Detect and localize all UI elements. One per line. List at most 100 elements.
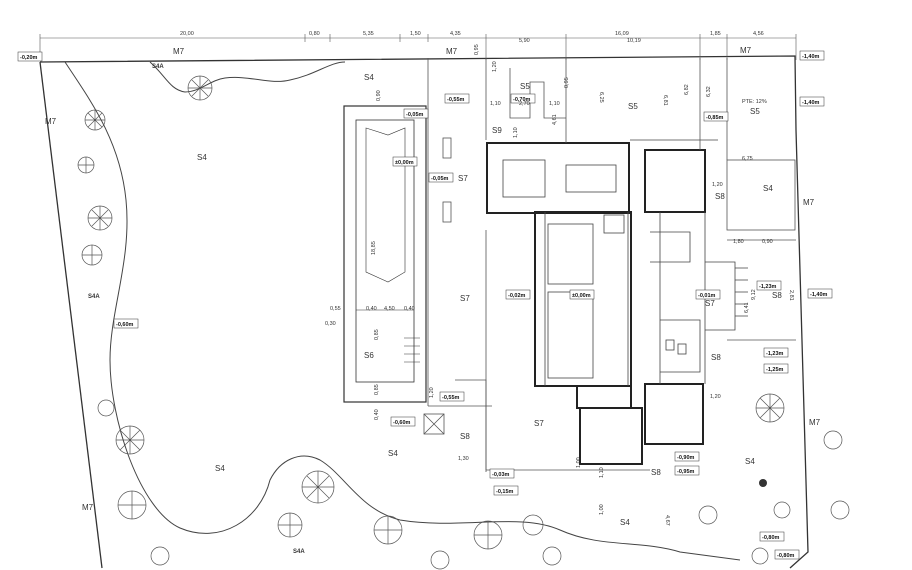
dimension-label: 6,25 [598,92,604,103]
tree-symbol [755,393,785,423]
dimension-label: 6,82 [684,84,690,95]
tree-symbol [698,505,718,525]
zone-s5-top: S5 [520,82,530,91]
zone-s8-bottom: S8 [651,468,661,477]
dimension-label: 0,30 [325,321,336,327]
zone-s4a-bottom: S4A [293,549,305,555]
level-tag: -1,23m [756,280,782,291]
level-tag: -1,25m [763,363,789,374]
dim-0-80: 0,80 [309,31,320,37]
zone-s5-mid: S5 [628,102,638,111]
zone-s9: S9 [492,126,502,135]
tree-symbol [473,520,503,550]
dimension-label: 0,40 [366,306,377,312]
dimension-label: -0,03m [492,472,510,478]
dimension-label: -0,15m [496,489,514,495]
dimension-label: 0,55 [330,306,341,312]
level-tag: -0,80m [774,549,800,560]
m7-label-left: M7 [45,117,57,126]
dim-4-35: 4,35 [450,31,461,37]
dimension-label: -1,40m [802,54,820,60]
garden-curves [64,61,741,561]
zone-s4-left-upper: S4 [197,153,207,162]
boundary-labels: M7 M7 M7 M7 M7 M7 M7 [45,46,821,512]
dimension-label: -0,80m [777,553,795,559]
zone-s4a-left: S4A [88,294,100,300]
dimension-label: 1,10 [513,127,519,138]
level-tag: -1,40m [799,96,825,107]
dimension-label: 1,10 [599,467,605,478]
dimension-label: 2,70 [519,101,530,107]
dimension-label: ±0,00m [572,293,591,299]
tree-symbol [84,109,106,131]
level-tag: -0,90m [674,451,700,462]
zone-s4-top-mid: S4 [364,73,374,82]
dimension-label: -1,40m [810,292,828,298]
level-tag: -0,85m [703,111,729,122]
level-tag: -0,15m [493,485,519,496]
level-tag: -0,02m [505,289,531,300]
pte-label: PTE: 12% [742,99,767,105]
dimension-label: -0,05m [431,176,449,182]
dim-20-00: 20,00 [180,31,194,37]
dimension-label: 1,20 [429,387,435,398]
level-tag: -0,70m [510,93,536,104]
m7-label-top-left: M7 [173,47,185,56]
zone-s8-right-a: S8 [715,192,725,201]
tree-symbol [522,514,544,536]
dimension-label: 1,10 [549,101,560,107]
dimension-label: 0,85 [374,329,380,340]
dimension-label: 0,40 [404,306,415,312]
m7-label-top-mid: M7 [446,47,458,56]
level-tag: -1,40m [807,288,833,299]
dimension-label: 4,61 [552,114,558,125]
m7-label-right: M7 [803,198,815,207]
plot-boundary [39,55,809,569]
tree-symbol [751,547,769,565]
tree-symbol [77,156,95,174]
small-dimensions: 0,90 1,20 1,10 2,70 1,10 4,61 1,10 0,95 … [325,61,794,525]
dimension-label: 6,75 [742,156,753,162]
zone-s7-mid: S7 [460,294,470,303]
m7-label-right-low: M7 [809,418,821,427]
level-tag: ±0,00m [392,156,418,167]
dimension-label: 1,00 [599,504,605,515]
dimension-label: -0,55m [447,97,465,103]
tree-symbol [115,425,145,455]
zone-labels: S4A S4A S4A S4 S4 S4 S4 S4 S4 S4 S5 S5 S… [88,64,782,555]
dimension-label: 1,80 [733,239,744,245]
m7-label-left-low: M7 [82,503,94,512]
level-tag: -0,60m [390,416,416,427]
zone-s6: S6 [364,351,374,360]
dimension-label: -0,55m [442,395,460,401]
zone-s4-bottom-left: S4 [215,464,225,473]
dimension-label: -1,23m [766,351,784,357]
dimension-label: -0,01m [698,293,716,299]
dim-4-56: 4,56 [753,31,764,37]
dim-16-09: 16,09 [615,31,629,37]
tree-symbol [150,546,170,566]
top-dimension-line [39,34,797,60]
dimension-label: 6,81 [662,95,668,106]
dimension-label: -1,23m [759,284,777,290]
tree-symbol [373,515,403,545]
dimension-label: 2,81 [788,290,794,301]
tree-symbol [87,205,113,231]
dimension-label: 1,20 [492,61,498,72]
dimension-label: 1,20 [710,394,721,400]
dimension-label: 0,40 [374,409,380,420]
dimension-label: 1,30 [458,456,469,462]
house-outline [486,142,706,465]
garden-marker [759,479,767,487]
level-tag: ±0,00m [569,289,595,300]
house-interior [502,139,748,386]
top-dimensions: 20,00 0,80 5,35 1,50 4,35 5,90 16,09 10,… [180,31,764,55]
level-tag: -0,55m [439,391,465,402]
level-tag: -0,60m [113,318,139,329]
dimension-label: -0,70m [513,97,531,103]
zone-s8-right-c: S8 [711,353,721,362]
tree-symbol [187,75,213,101]
zone-s7-upper: S7 [458,174,468,183]
level-tag: -0,05m [403,108,429,119]
